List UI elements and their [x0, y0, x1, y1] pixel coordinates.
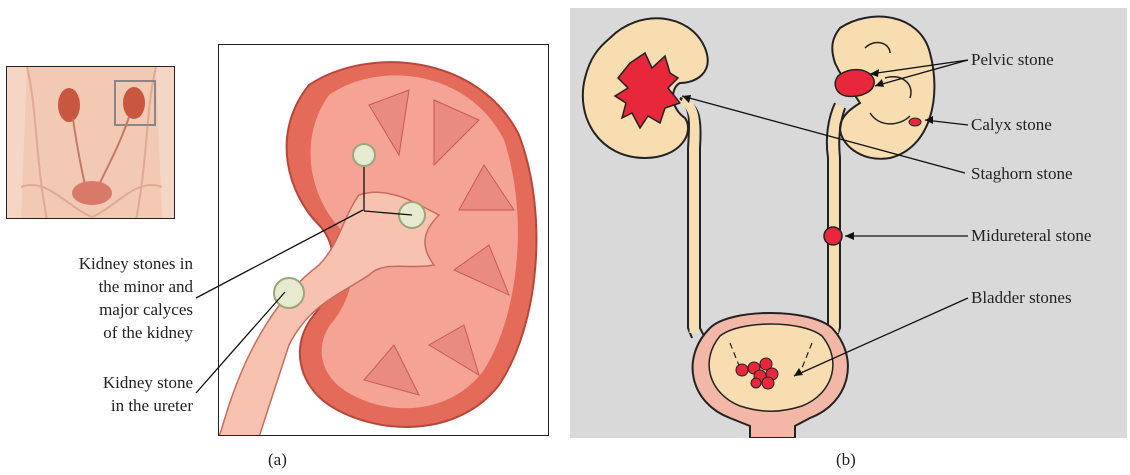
label-ureter-stone: Kidney stone in the ureter	[6, 371, 193, 417]
pelvic-stone	[835, 70, 874, 97]
label-calyx-stone: Calyx stone	[971, 113, 1052, 136]
calyces-leader-line	[196, 210, 363, 298]
label-midureteral-stone: Midureteral stone	[971, 224, 1091, 247]
label-staghorn-stone: Staghorn stone	[971, 162, 1073, 185]
midureteral-stone	[824, 227, 842, 245]
urinary-tract-diagram	[570, 8, 1127, 438]
label-pelvic-stone: Pelvic stone	[971, 48, 1054, 71]
label-calyces-stones: Kidney stones in the minor and major cal…	[6, 252, 193, 344]
calyx-stone	[909, 118, 921, 126]
label-bladder-stones: Bladder stones	[971, 286, 1072, 309]
caption-b: (b)	[836, 450, 856, 470]
ureter-leader-line	[196, 292, 285, 393]
caption-a: (a)	[268, 450, 287, 470]
